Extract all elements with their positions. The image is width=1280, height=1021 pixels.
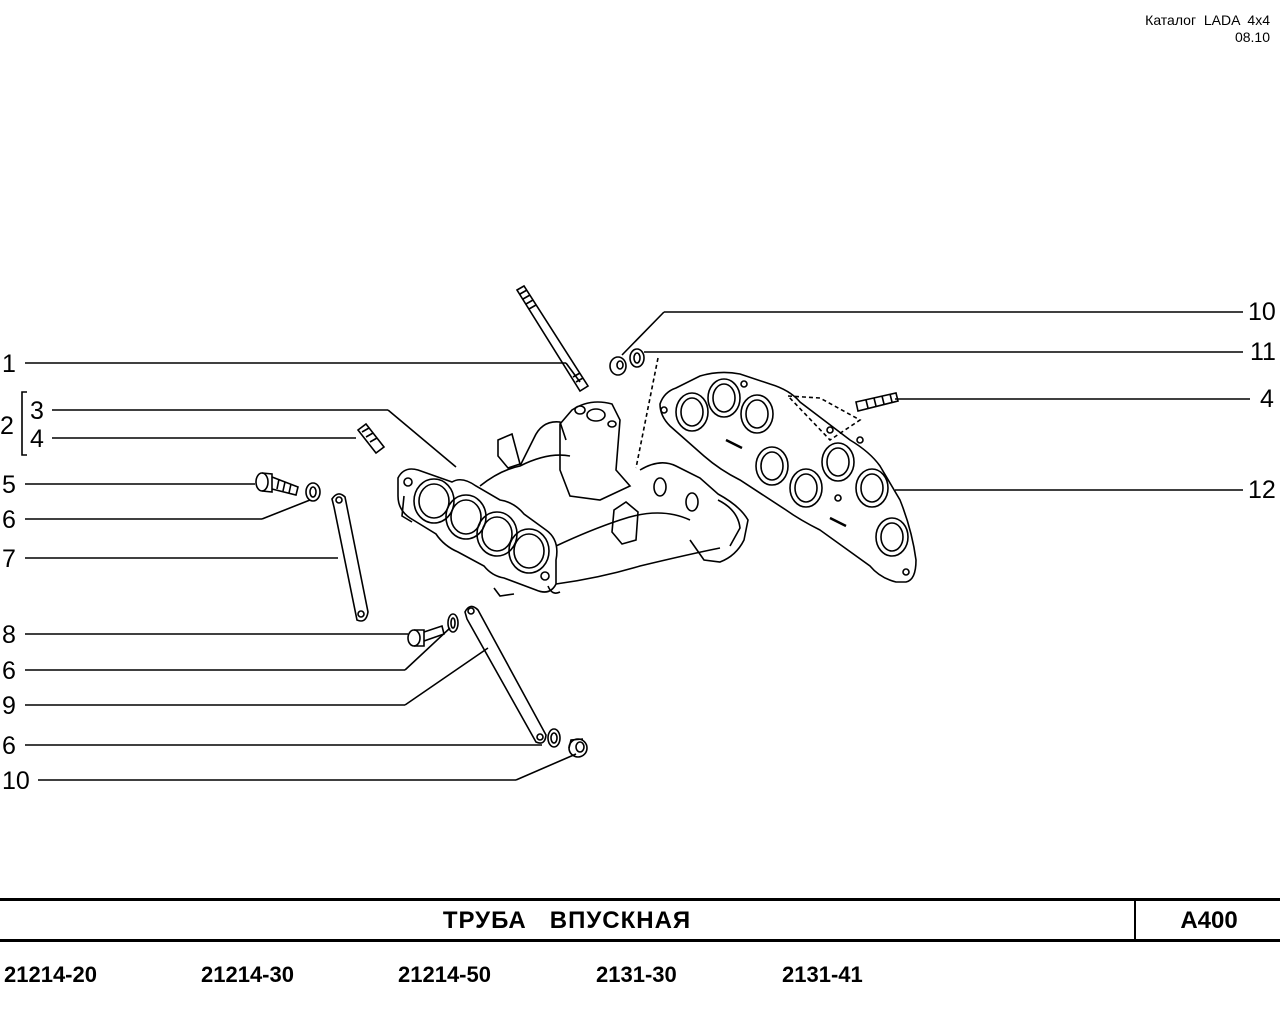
callout-8: 8 <box>2 621 16 649</box>
bracket-7 <box>331 493 369 622</box>
model-code: 21214-30 <box>201 962 294 987</box>
callout-6-second: 6 <box>2 657 16 685</box>
leader-lines-left <box>21 362 581 781</box>
washer-11 <box>629 348 645 368</box>
catalog-title: Каталог LADA 4x4 <box>1145 12 1270 28</box>
intake-gasket <box>659 371 917 583</box>
nut-10-bottom <box>568 738 588 758</box>
callout-12: 12 <box>1248 476 1276 504</box>
stud-long <box>515 284 590 393</box>
section-code: A400 <box>1134 901 1280 939</box>
callout-4-left: 4 <box>30 425 44 453</box>
intake-manifold <box>397 401 749 597</box>
nut-10-top <box>609 356 627 376</box>
washer-6-top <box>305 482 321 502</box>
callout-10-top: 10 <box>1248 298 1276 326</box>
bolt-5 <box>255 472 299 496</box>
exploded-parts-diagram: 1 2 3 4 5 6 7 8 6 9 6 10 10 11 4 12 <box>0 284 1276 795</box>
callout-5: 5 <box>2 471 16 499</box>
catalog-date: 08.10 <box>1234 29 1270 45</box>
callout-9: 9 <box>2 692 16 720</box>
page-title: ТРУБА ВПУСКНАЯ <box>442 907 692 934</box>
callout-1: 1 <box>2 350 16 378</box>
callout-6-first: 6 <box>2 506 16 534</box>
callout-6-third: 6 <box>2 732 16 760</box>
title-bar: ТРУБА ВПУСКНАЯ A400 <box>0 898 1280 942</box>
callout-11: 11 <box>1250 338 1276 366</box>
washer-6-middle <box>447 613 459 633</box>
callout-3: 3 <box>30 397 44 425</box>
callout-7: 7 <box>2 545 16 573</box>
stud-short-left <box>356 422 386 455</box>
bolt-8 <box>407 624 445 647</box>
callout-labels: 1 2 3 4 5 6 7 8 6 9 6 10 10 11 4 12 <box>0 298 1276 795</box>
model-code: 21214-20 <box>4 962 97 987</box>
model-code: 21214-50 <box>398 962 491 987</box>
washer-6-bottom <box>547 728 561 748</box>
catalog-header: Каталог LADA 4x4 08.10 <box>1145 12 1270 46</box>
callout-10-bottom: 10 <box>2 767 30 795</box>
model-code: 2131-41 <box>782 962 863 987</box>
callout-4-right: 4 <box>1260 385 1274 413</box>
model-code: 2131-30 <box>596 962 677 987</box>
stud-short-right <box>855 392 899 412</box>
model-list: 21214-20 21214-30 21214-50 2131-30 2131-… <box>0 962 1280 1002</box>
callout-2: 2 <box>0 412 14 440</box>
leader-lines-right <box>621 311 1250 491</box>
bracket-9 <box>464 605 547 744</box>
